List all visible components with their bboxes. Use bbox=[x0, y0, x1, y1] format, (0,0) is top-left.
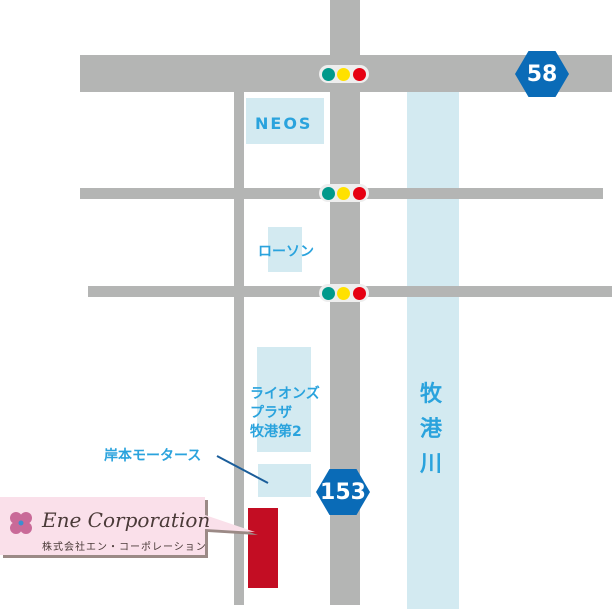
river-label-2: 港 bbox=[420, 417, 443, 442]
company-callout bbox=[0, 497, 258, 558]
river-label-3: 川 bbox=[420, 452, 443, 477]
lions-plaza-building bbox=[257, 347, 311, 452]
traffic-signal-3 bbox=[319, 284, 369, 302]
left-road bbox=[234, 92, 244, 605]
traffic-signal-1 bbox=[319, 65, 369, 83]
lawson-building bbox=[268, 227, 302, 272]
kishimoto-label: 岸本モータース bbox=[104, 448, 202, 464]
river-label-1: 牧 bbox=[420, 382, 443, 407]
ene-corporation-building bbox=[248, 508, 278, 588]
company-name: Ene Corporation bbox=[42, 508, 211, 532]
neos-building bbox=[246, 98, 324, 144]
river bbox=[407, 92, 459, 609]
lions-plaza-label-1: ライオンズ bbox=[250, 386, 320, 402]
lions-plaza-label-3: 牧港第2 bbox=[250, 424, 302, 440]
clover-logo-icon bbox=[10, 512, 32, 534]
neos-label: NEOS bbox=[255, 114, 313, 133]
lions-plaza-label-2: プラザ bbox=[250, 405, 292, 421]
traffic-signal-2 bbox=[319, 184, 369, 202]
company-name-ja: 株式会社エン・コーポレーション bbox=[42, 542, 207, 553]
kishimoto-building bbox=[258, 464, 311, 497]
lawson-label: ローソン bbox=[258, 244, 314, 260]
